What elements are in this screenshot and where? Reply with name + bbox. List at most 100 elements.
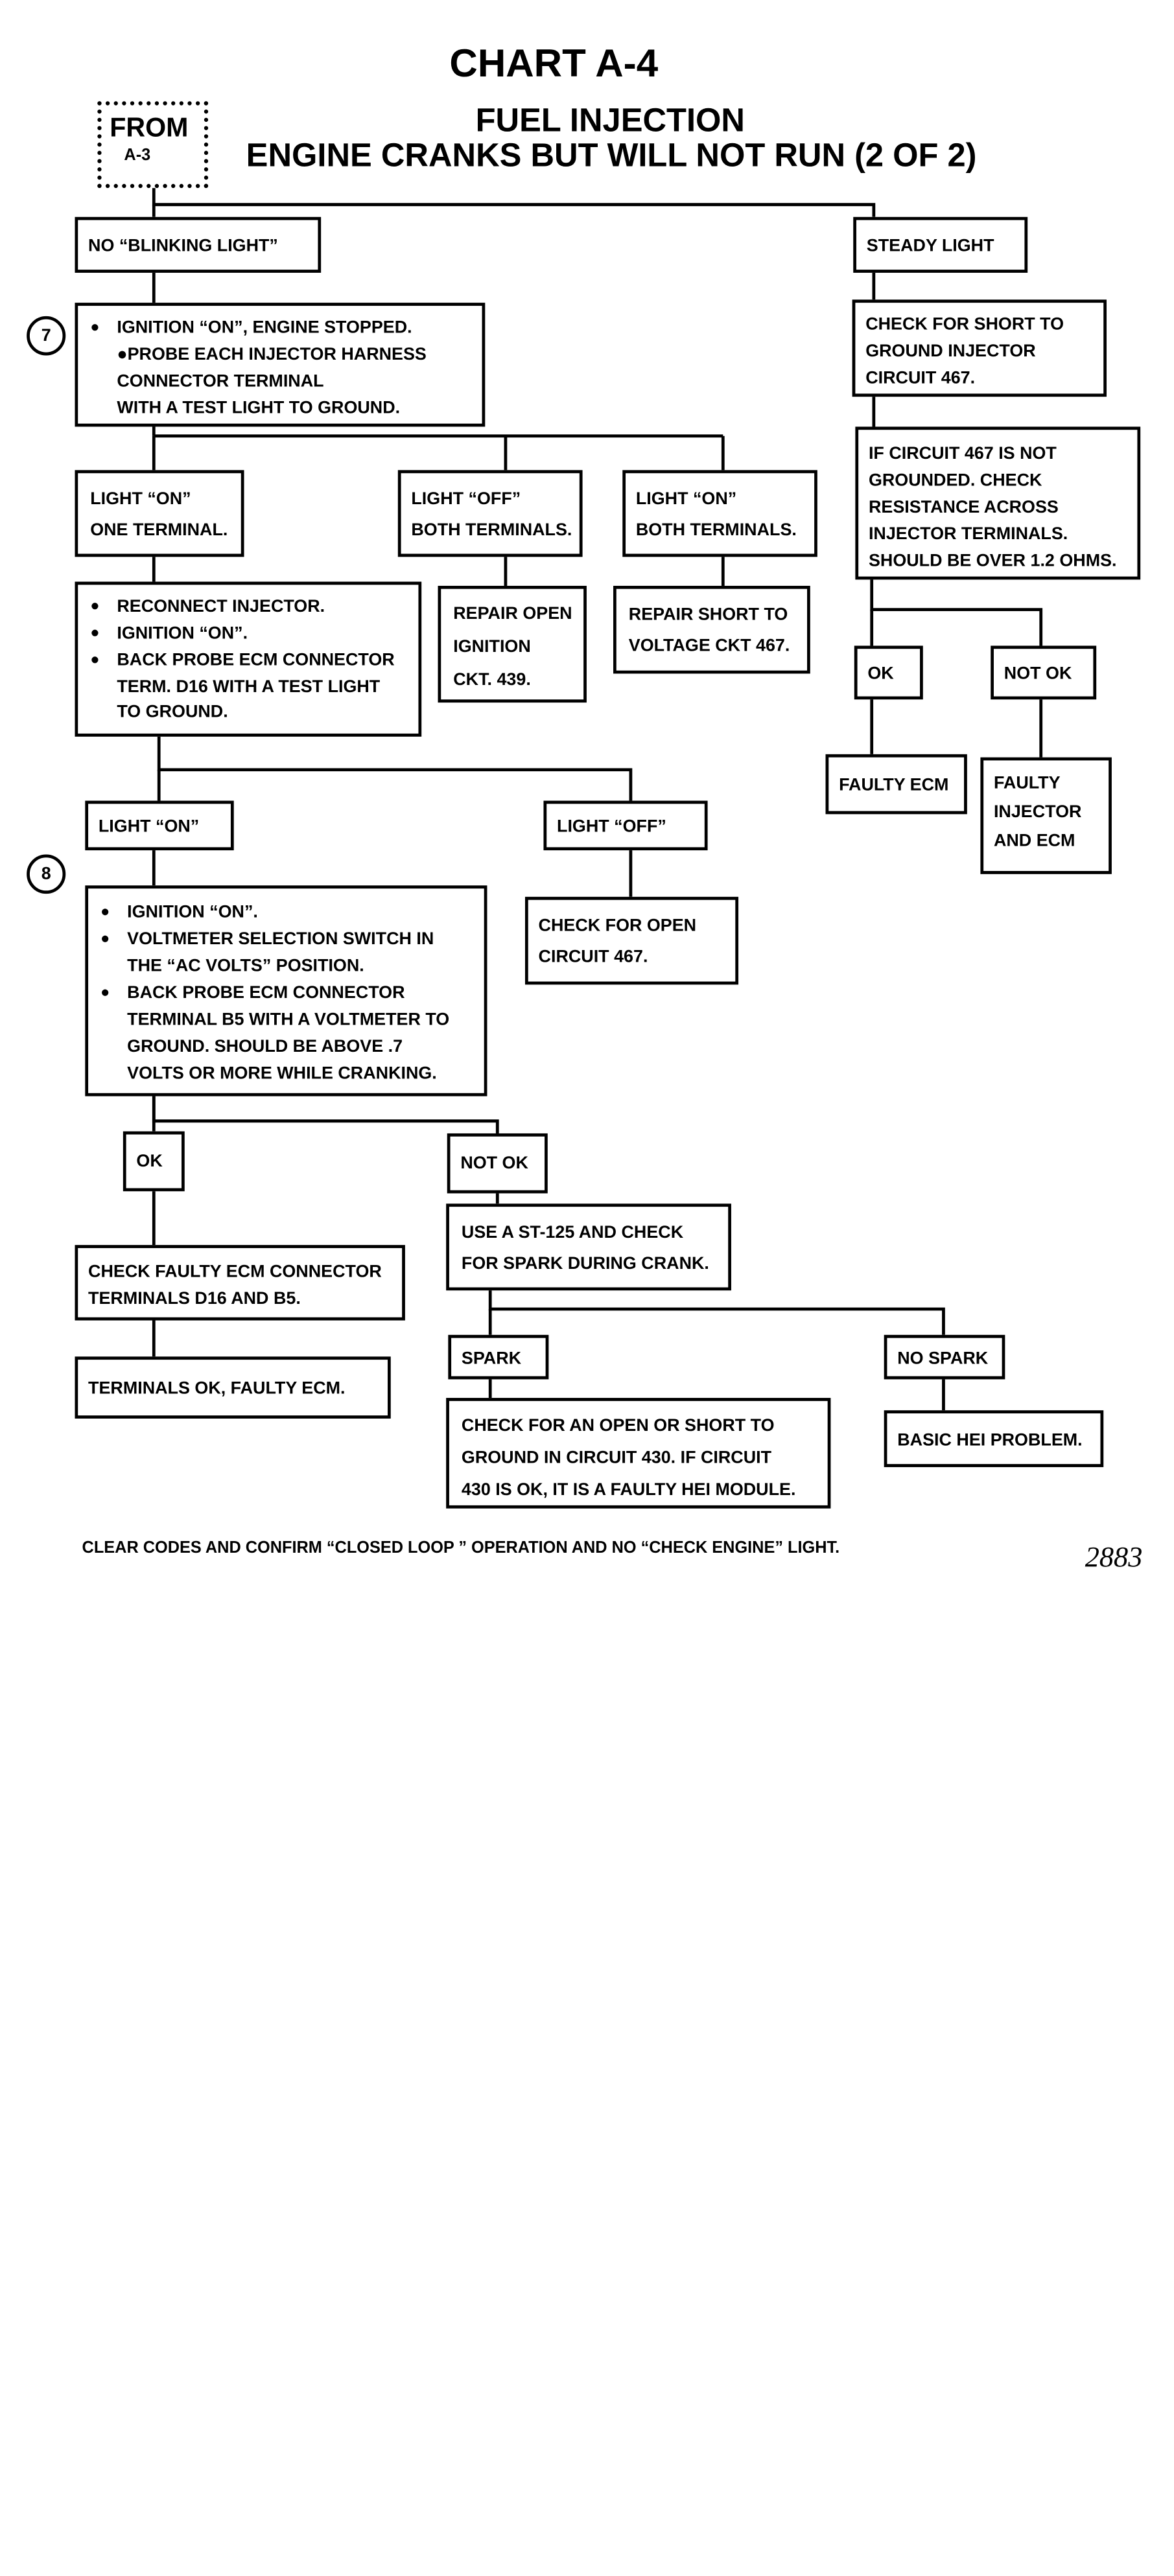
step8-text-5: TERMINAL B5 WITH A VOLTMETER TO bbox=[127, 1009, 450, 1029]
basic-hei-text: BASIC HEI PROBLEM. bbox=[897, 1430, 1083, 1450]
if-467-text-2: GROUNDED. CHECK bbox=[868, 470, 1042, 490]
spark-box: SPARK bbox=[448, 1334, 549, 1380]
step8-box: IGNITION “ON”. VOLTMETER SELECTION SWITC… bbox=[85, 885, 487, 1097]
step7-line-1: IGNITION “ON”, ENGINE STOPPED. ●PROBE EA… bbox=[88, 314, 472, 422]
faulty-injector-ecm-box: FAULTY INJECTOR AND ECM bbox=[980, 757, 1112, 874]
connector-if-467-bus bbox=[870, 578, 1043, 646]
reconnect-text-2: IGNITION “ON”. bbox=[117, 623, 248, 643]
light-on-both-terminals-box: LIGHT “ON” BOTH TERMINALS. bbox=[622, 470, 817, 557]
ok-left-box: OK bbox=[123, 1131, 185, 1192]
reconnect-item-2: IGNITION “ON”. bbox=[88, 620, 408, 647]
light-off-both-text-2: BOTH TERMINALS. bbox=[411, 519, 572, 540]
if-circuit-467-box: IF CIRCUIT 467 IS NOT GROUNDED. CHECK RE… bbox=[855, 426, 1141, 580]
check-430-text-2: GROUND IN CIRCUIT 430. IF CIRCUIT bbox=[461, 1447, 772, 1467]
check-faulty-terminals-text-1: CHECK FAULTY ECM CONNECTOR bbox=[88, 1261, 382, 1281]
reconnect-injector-box: RECONNECT INJECTOR. IGNITION “ON”. BACK … bbox=[75, 581, 422, 737]
check-open-467-box: CHECK FOR OPEN CIRCUIT 467. bbox=[524, 896, 739, 985]
light-off-text: LIGHT “OFF” bbox=[557, 816, 666, 836]
step7-text-2: ●PROBE EACH INJECTOR HARNESS bbox=[117, 343, 427, 364]
faulty-ecm-right-text: FAULTY ECM bbox=[839, 774, 949, 795]
check-faulty-terminals-text-2: TERMINALS D16 AND B5. bbox=[88, 1288, 301, 1308]
step7-text-3: CONNECTOR TERMINAL bbox=[117, 371, 324, 391]
check-short-ground-text-2: GROUND INJECTOR bbox=[865, 341, 1036, 361]
if-467-text-3: RESISTANCE ACROSS bbox=[868, 496, 1059, 517]
reconnect-text-3: BACK PROBE ECM CONNECTOR bbox=[117, 649, 395, 670]
ok-right-text: OK bbox=[867, 663, 894, 683]
check-430-text-1: CHECK FOR AN OPEN OR SHORT TO bbox=[461, 1415, 775, 1435]
ok-right-box: OK bbox=[854, 645, 923, 700]
chart-title: CHART A-4 bbox=[449, 42, 659, 86]
step-8-marker: 8 bbox=[27, 854, 66, 894]
no-spark-text: NO SPARK bbox=[897, 1348, 989, 1368]
footer-note: CLEAR CODES AND CONFIRM “CLOSED LOOP ” O… bbox=[82, 1539, 840, 1557]
light-on-text: LIGHT “ON” bbox=[98, 816, 200, 836]
repair-open-text-1: REPAIR OPEN bbox=[453, 603, 572, 623]
page-number: 2883 bbox=[1085, 1541, 1143, 1574]
faulty-injector-text-1: FAULTY bbox=[993, 772, 1061, 793]
step8-text-4: BACK PROBE ECM CONNECTOR bbox=[127, 982, 405, 1003]
repair-open-ignition-box: REPAIR OPEN IGNITION CKT. 439. bbox=[438, 585, 587, 703]
if-467-text-1: IF CIRCUIT 467 IS NOT bbox=[868, 443, 1057, 463]
light-on-box: LIGHT “ON” bbox=[85, 800, 234, 851]
step7-box: IGNITION “ON”, ENGINE STOPPED. ●PROBE EA… bbox=[75, 303, 486, 427]
check-open-467-text-2: CIRCUIT 467. bbox=[538, 946, 648, 966]
light-off-box: LIGHT “OFF” bbox=[543, 800, 708, 851]
if-467-text-4: INJECTOR TERMINALS. bbox=[868, 524, 1068, 544]
not-ok-right-text: NOT OK bbox=[1004, 663, 1072, 683]
step8-text-3: THE “AC VOLTS” POSITION. bbox=[127, 955, 364, 976]
light-on-one-terminal-box: LIGHT “ON” ONE TERMINAL. bbox=[75, 470, 244, 557]
reconnect-text-1: RECONNECT INJECTOR. bbox=[117, 596, 325, 616]
repair-open-text-3: CKT. 439. bbox=[453, 669, 531, 690]
terminals-ok-text: TERMINALS OK, FAULTY ECM. bbox=[88, 1378, 346, 1398]
repair-open-text-2: IGNITION bbox=[453, 636, 531, 656]
check-open-short-430-box: CHECK FOR AN OPEN OR SHORT TO GROUND IN … bbox=[446, 1398, 831, 1509]
repair-short-text-1: REPAIR SHORT TO bbox=[628, 604, 788, 624]
step8-text-1: IGNITION “ON”. bbox=[127, 901, 258, 922]
repair-short-text-2: VOLTAGE CKT 467. bbox=[628, 635, 790, 655]
no-blinking-light-text: NO “BLINKING LIGHT” bbox=[88, 235, 278, 255]
faulty-ecm-right-box: FAULTY ECM bbox=[825, 754, 967, 815]
from-a3-box: FROM A-3 bbox=[97, 101, 209, 189]
step8-text-6: GROUND. SHOULD BE ABOVE .7 bbox=[127, 1036, 403, 1056]
light-off-both-terminals-box: LIGHT “OFF” BOTH TERMINALS. bbox=[397, 470, 583, 557]
faulty-injector-text-3: AND ECM bbox=[993, 830, 1075, 851]
step8-item-3: BACK PROBE ECM CONNECTOR TERMINAL B5 WIT… bbox=[99, 979, 474, 1087]
step8-item-1: IGNITION “ON”. bbox=[99, 899, 474, 925]
light-on-both-text-1: LIGHT “ON” bbox=[635, 489, 737, 509]
reconnect-item-1: RECONNECT INJECTOR. bbox=[88, 593, 408, 620]
step8-text-7: VOLTS OR MORE WHILE CRANKING. bbox=[127, 1063, 437, 1083]
spark-text: SPARK bbox=[461, 1348, 522, 1368]
not-ok-left-text: NOT OK bbox=[460, 1153, 528, 1173]
light-on-one-text-1: LIGHT “ON” bbox=[90, 489, 191, 509]
ok-left-text: OK bbox=[136, 1151, 163, 1171]
reconnect-item-3: BACK PROBE ECM CONNECTOR TERM. D16 WITH … bbox=[88, 647, 408, 701]
title-line-2: ENGINE CRANKS BUT WILL NOT RUN (2 OF 2) bbox=[246, 136, 977, 174]
title-line-1: FUEL INJECTION bbox=[475, 101, 745, 139]
step8-text-2: VOLTMETER SELECTION SWITCH IN bbox=[127, 929, 434, 949]
from-ref: A-3 bbox=[124, 146, 151, 165]
connector-reconnect-bus bbox=[157, 736, 633, 801]
connector-from-to-steady bbox=[152, 185, 876, 217]
check-short-ground-text-3: CIRCUIT 467. bbox=[865, 367, 976, 388]
connector-lines bbox=[152, 185, 1043, 1411]
if-467-text-5: SHOULD BE OVER 1.2 OHMS. bbox=[868, 550, 1117, 571]
not-ok-left-box: NOT OK bbox=[447, 1133, 548, 1194]
use-st125-text-1: USE A ST-125 AND CHECK bbox=[461, 1222, 684, 1242]
light-off-both-text-1: LIGHT “OFF” bbox=[411, 489, 521, 509]
use-st125-box: USE A ST-125 AND CHECK FOR SPARK DURING … bbox=[446, 1203, 731, 1291]
step7-text-4: WITH A TEST LIGHT TO GROUND. bbox=[117, 397, 401, 418]
connector-st125-bus bbox=[488, 1289, 945, 1335]
not-ok-right-box: NOT OK bbox=[991, 645, 1097, 700]
reconnect-text-5: TO GROUND. bbox=[117, 701, 228, 721]
check-short-ground-box: CHECK FOR SHORT TO GROUND INJECTOR CIRCU… bbox=[852, 299, 1107, 397]
check-faulty-terminals-box: CHECK FAULTY ECM CONNECTOR TERMINALS D16… bbox=[75, 1245, 405, 1321]
faulty-injector-text-2: INJECTOR bbox=[993, 802, 1082, 822]
chart-page: CHART A-4 FUEL INJECTION ENGINE CRANKS B… bbox=[0, 0, 1174, 1616]
no-blinking-light-box: NO “BLINKING LIGHT” bbox=[75, 216, 322, 273]
step-7-marker: 7 bbox=[27, 316, 66, 356]
step8-item-2: VOLTMETER SELECTION SWITCH IN THE “AC VO… bbox=[99, 925, 474, 979]
no-spark-box: NO SPARK bbox=[884, 1334, 1005, 1380]
steady-light-text: STEADY LIGHT bbox=[866, 235, 994, 255]
use-st125-text-2: FOR SPARK DURING CRANK. bbox=[461, 1253, 709, 1273]
light-on-both-text-2: BOTH TERMINALS. bbox=[635, 519, 797, 540]
